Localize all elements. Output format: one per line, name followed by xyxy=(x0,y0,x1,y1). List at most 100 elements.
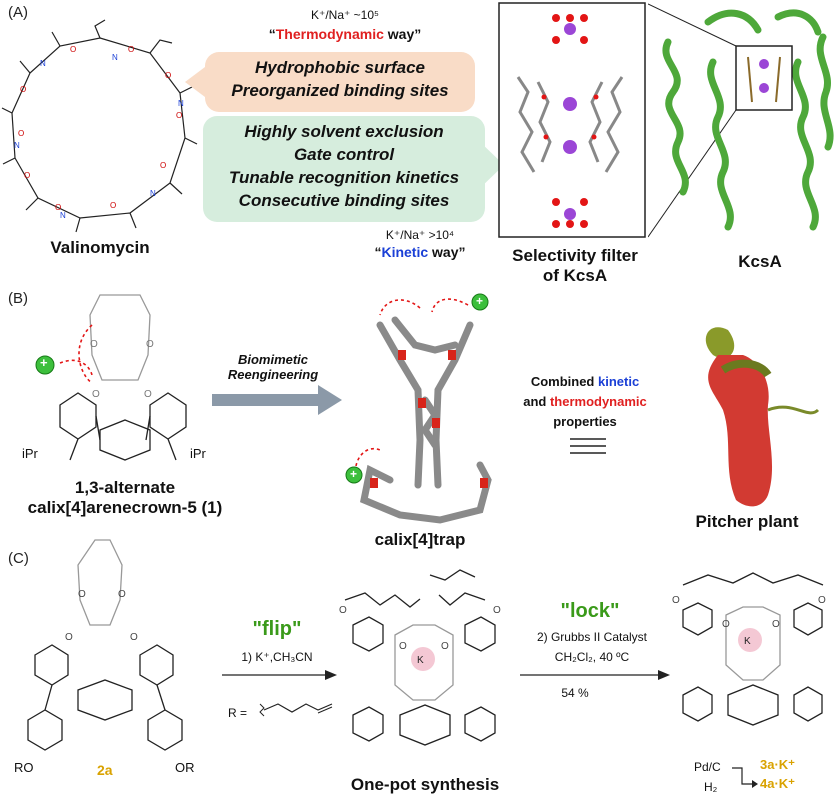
svg-text:O: O xyxy=(90,339,98,350)
h2-label: H₂ xyxy=(704,780,718,794)
and-pre: and xyxy=(523,394,550,409)
biomimetic-line-1: Biomimetic xyxy=(237,352,309,367)
valinomycin-label: Valinomycin xyxy=(50,238,150,257)
svg-text:O: O xyxy=(70,45,76,54)
product-4a: 4a·K⁺ xyxy=(760,776,796,791)
kinetic-ratio-text: K⁺/Na⁺ >10⁴ xyxy=(385,228,455,242)
calixtrap-label: calix[4]trap xyxy=(374,530,466,549)
flip-arrow xyxy=(222,670,337,680)
flip-label: "flip" xyxy=(252,618,302,640)
svg-text:O: O xyxy=(165,71,171,80)
svg-text:O: O xyxy=(78,589,86,600)
plus-ion-left: + xyxy=(40,355,48,370)
svg-text:N: N xyxy=(40,59,46,68)
combined-line-3: properties xyxy=(553,414,617,429)
combined-pre: Combined xyxy=(530,374,598,389)
selectivity-filter-label: Selectivity filter of KcsA xyxy=(490,246,660,286)
kcsa-protein-image xyxy=(648,3,834,238)
calixcrown-line-1: 1,3-alternate xyxy=(74,478,176,497)
orange-features-box: Hydrophobic surface Preorganized binding… xyxy=(205,52,475,112)
step2-label: 2) Grubbs II Catalyst xyxy=(536,630,648,644)
svg-text:O: O xyxy=(493,605,501,616)
svg-text:O: O xyxy=(399,641,407,652)
combined-line-2: and thermodynamic xyxy=(510,392,660,412)
panel-a-label: (A) xyxy=(8,4,28,21)
thermo-word: Thermodynamic xyxy=(275,26,384,42)
plus-ion-trap-bottom: + xyxy=(350,467,358,481)
intermediate-structure: K O O O O xyxy=(339,569,501,746)
yield-label: 54 % xyxy=(561,686,589,700)
r-equals: R = xyxy=(228,706,248,720)
kinetic-quote-open: “ xyxy=(374,244,382,260)
green-features-box: Highly solvent exclusion Gate control Tu… xyxy=(203,116,485,222)
biomimetic-arrow xyxy=(212,385,342,415)
svg-text:O: O xyxy=(146,339,154,350)
panel-b-label: (B) xyxy=(8,290,28,307)
calixcrown-label: 1,3-alternate calix[4]arenecrown-5 (1) xyxy=(10,478,240,518)
ipr-left: iPr xyxy=(22,446,38,461)
svg-text:O: O xyxy=(672,595,680,606)
svg-text:O: O xyxy=(176,111,182,120)
kinetic-tail: way” xyxy=(428,244,466,260)
svg-text:O: O xyxy=(722,619,730,630)
compound-2a-label: 2a xyxy=(97,762,113,778)
svg-text:O: O xyxy=(110,201,116,210)
filter-line-2: of KcsA xyxy=(542,266,608,285)
combined-thermo-word: thermodynamic xyxy=(549,394,647,409)
or-right-label: OR xyxy=(175,760,195,775)
kinetic-word: Kinetic xyxy=(381,244,429,260)
green-line-1: Highly solvent exclusion xyxy=(244,122,444,141)
svg-text:O: O xyxy=(130,632,138,643)
pitcher-plant-image xyxy=(705,327,820,507)
svg-text:O: O xyxy=(118,589,126,600)
svg-text:N: N xyxy=(150,189,156,198)
combined-line-1: Combined kinetic xyxy=(510,372,660,392)
svg-text:N: N xyxy=(112,53,118,62)
equivalence-symbol xyxy=(570,438,606,454)
thermo-ratio: K⁺/Na⁺ ~10⁵ xyxy=(225,8,465,22)
orange-line-2: Preorganized binding sites xyxy=(231,81,449,100)
calixcrown-line-2: calix[4]arenecrown-5 (1) xyxy=(27,498,223,517)
ipr-right: iPr xyxy=(190,446,206,461)
ro-left-label: RO xyxy=(14,760,34,775)
thermo-tail: way” xyxy=(383,26,422,42)
r-group-structure xyxy=(259,703,333,717)
svg-text:O: O xyxy=(24,171,30,180)
green-line-3: Tunable recognition kinetics xyxy=(228,168,460,187)
svg-text:O: O xyxy=(65,632,73,643)
plus-ion-trap-top: + xyxy=(476,294,484,308)
lock-arrow xyxy=(520,670,670,680)
combined-properties: Combined kinetic and thermodynamic prope… xyxy=(510,372,660,432)
svg-text:O: O xyxy=(128,45,134,54)
svg-text:O: O xyxy=(818,595,826,606)
panel-c-label: (C) xyxy=(8,550,29,567)
svg-text:O: O xyxy=(92,389,100,400)
compound-2a-structure: O O O O xyxy=(27,539,183,751)
svg-text:O: O xyxy=(160,161,166,170)
thermo-way: “Thermodynamic way” xyxy=(225,26,465,42)
svg-text:N: N xyxy=(14,141,20,150)
svg-text:O: O xyxy=(55,203,61,212)
one-pot-label: One-pot synthesis xyxy=(350,775,500,794)
svg-text:K: K xyxy=(744,636,751,647)
kinetic-way: “Kinetic way” xyxy=(340,244,500,260)
selectivity-filter-image xyxy=(498,2,646,238)
svg-text:O: O xyxy=(339,605,347,616)
combined-kinetic-word: kinetic xyxy=(597,374,640,389)
orange-line-1: Hydrophobic surface xyxy=(254,58,426,77)
svg-text:O: O xyxy=(441,641,449,652)
kinetic-ratio: K⁺/Na⁺ >10⁴ xyxy=(340,228,500,242)
product-3a: 3a·K⁺ xyxy=(760,757,796,772)
svg-text:K: K xyxy=(417,655,424,666)
hydrogenation-arrow xyxy=(732,767,758,788)
biomimetic-line-2: Reengineering xyxy=(227,367,319,382)
solvent-label: CH₂Cl₂, 40 ºC xyxy=(554,650,630,664)
calixtrap-structure xyxy=(345,293,492,524)
green-line-2: Gate control xyxy=(293,145,395,164)
pdc-label: Pd/C xyxy=(694,760,721,774)
svg-text:N: N xyxy=(60,211,66,220)
svg-text:O: O xyxy=(20,85,26,94)
